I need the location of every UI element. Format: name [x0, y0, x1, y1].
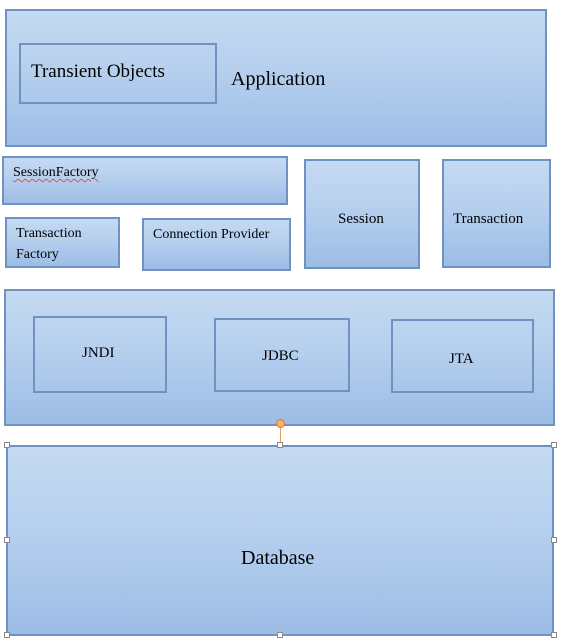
resize-handle-top-center[interactable] [277, 442, 283, 448]
jndi-box[interactable]: JNDI [33, 316, 167, 393]
transient-objects-box[interactable]: Transient Objects [19, 43, 217, 104]
session-box[interactable]: Session [304, 159, 420, 269]
resize-handle-bottom-right[interactable] [551, 632, 557, 638]
rotation-connector [280, 427, 281, 445]
transaction-box[interactable]: Transaction [442, 159, 551, 268]
transaction-factory-box[interactable]: Transaction Factory [5, 217, 120, 268]
resize-handle-bottom-center[interactable] [277, 632, 283, 638]
transaction-factory-label-line2: Factory [16, 247, 59, 262]
jdbc-box[interactable]: JDBC [214, 318, 350, 392]
transaction-label: Transaction [453, 211, 524, 227]
transient-objects-label: Transient Objects [31, 61, 165, 82]
session-label: Session [338, 211, 384, 227]
jdbc-label: JDBC [262, 348, 299, 364]
resize-handle-middle-left[interactable] [4, 537, 10, 543]
session-factory-box[interactable]: SessionFactory [2, 156, 288, 205]
transaction-factory-label-line1: Transaction [16, 226, 82, 241]
database-label: Database [241, 547, 315, 569]
resize-handle-top-right[interactable] [551, 442, 557, 448]
resize-handle-middle-right[interactable] [551, 537, 557, 543]
java-apis-box[interactable]: JNDI JDBC JTA [4, 289, 555, 426]
jta-box[interactable]: JTA [391, 319, 534, 393]
application-label: Application [231, 68, 326, 90]
rotation-handle[interactable] [276, 419, 285, 428]
jndi-label: JNDI [82, 345, 115, 361]
jta-label: JTA [449, 351, 474, 367]
resize-handle-bottom-left[interactable] [4, 632, 10, 638]
application-box[interactable]: Transient Objects Application [5, 9, 547, 147]
connection-provider-label: Connection Provider [153, 227, 270, 242]
resize-handle-top-left[interactable] [4, 442, 10, 448]
database-box[interactable]: Database [6, 445, 554, 636]
session-factory-label: SessionFactory [13, 165, 99, 180]
connection-provider-box[interactable]: Connection Provider [142, 218, 291, 271]
